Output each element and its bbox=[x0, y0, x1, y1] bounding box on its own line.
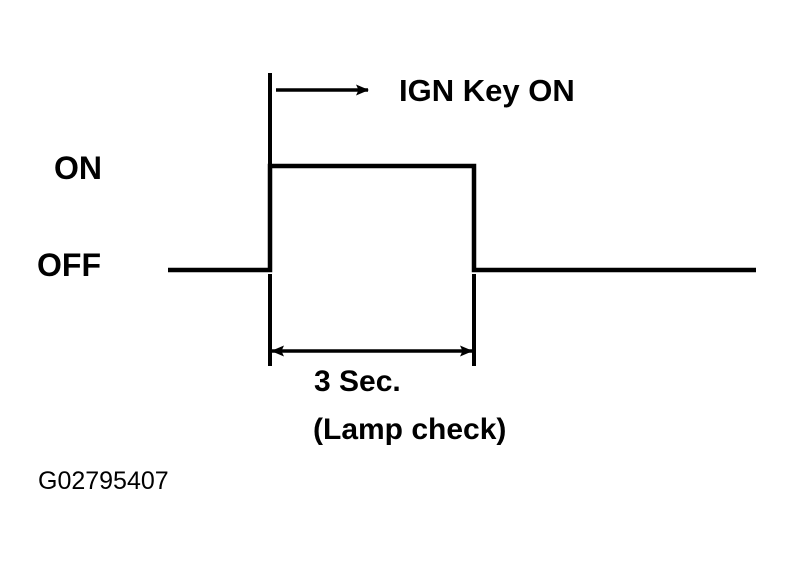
annotation-duration: 3 Sec. bbox=[314, 365, 401, 398]
axis-label-on: ON bbox=[54, 150, 102, 186]
axis-label-off: OFF bbox=[37, 247, 101, 283]
figure-part-number: G02795407 bbox=[38, 467, 169, 495]
lamp-signal-waveform bbox=[168, 163, 756, 273]
annotation-lamp-check: (Lamp check) bbox=[313, 413, 507, 446]
annotation-ign-key-on: IGN Key ON bbox=[399, 73, 575, 108]
